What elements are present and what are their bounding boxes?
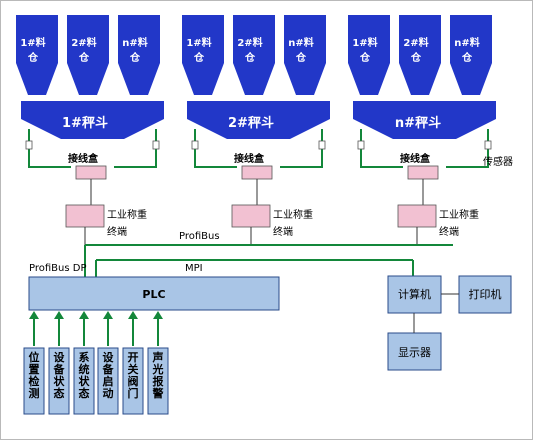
printer-label: 打印机 xyxy=(468,288,502,301)
junction-box xyxy=(241,165,273,180)
display-box xyxy=(387,332,442,371)
hopper-label: 1#秤斗 xyxy=(62,116,108,131)
silo-label: n#料仓 xyxy=(454,38,480,64)
terminal-label-1: 工业称重 xyxy=(439,210,479,221)
terminal-label-2: 终端 xyxy=(273,227,293,238)
terminal-label-2: 终端 xyxy=(107,227,127,238)
input-label: 声光报警 xyxy=(152,351,164,400)
hopper-shape xyxy=(353,101,496,139)
silo-shape xyxy=(450,15,492,95)
display-label: 显示器 xyxy=(398,346,431,359)
input-arrowhead xyxy=(103,311,113,319)
silo-label: n#料仓 xyxy=(288,38,314,64)
silo-label: 2#料仓 xyxy=(71,38,97,64)
sensor-shape xyxy=(191,140,199,150)
terminal-label-1: 工业称重 xyxy=(273,210,313,221)
input-arrowhead xyxy=(79,311,89,319)
computer-box xyxy=(387,275,442,314)
junction-box xyxy=(407,165,439,180)
silo-label: 1#料仓 xyxy=(20,38,46,64)
silo-shape xyxy=(67,15,109,95)
plc-label: PLC xyxy=(142,288,166,301)
sensor-shape xyxy=(484,140,492,150)
junction-box xyxy=(75,165,107,180)
weighing-terminal xyxy=(231,204,271,228)
input-label: 系统状态 xyxy=(78,351,90,400)
silo-shape xyxy=(399,15,441,95)
mpi-label: MPI xyxy=(185,263,203,274)
silo-label: 2#料仓 xyxy=(237,38,263,64)
input-label: 位置检测 xyxy=(28,351,40,400)
input-box xyxy=(48,347,70,415)
silo-shape xyxy=(118,15,160,95)
silo-shape xyxy=(284,15,326,95)
input-box xyxy=(97,347,119,415)
silo-label: n#料仓 xyxy=(122,38,148,64)
weighing-terminal xyxy=(65,204,105,228)
silo-shape xyxy=(233,15,275,95)
plc-box xyxy=(28,276,280,311)
weighing-terminal xyxy=(397,204,437,228)
input-label: 设备启动 xyxy=(102,351,114,400)
terminal-label-1: 工业称重 xyxy=(107,210,147,221)
profibus-dp-label: ProfiBus DP xyxy=(29,263,87,274)
hopper-label: 2#秤斗 xyxy=(228,116,274,131)
input-box xyxy=(23,347,45,415)
hopper-shape xyxy=(21,101,164,139)
input-label: 设备状态 xyxy=(53,351,65,400)
silo-shape xyxy=(182,15,224,95)
silo-shape xyxy=(348,15,390,95)
input-arrowhead xyxy=(128,311,138,319)
junction-box-label: 接线盒 xyxy=(400,154,430,165)
terminal-label-2: 终端 xyxy=(439,227,459,238)
hopper-shape xyxy=(187,101,330,139)
computer-label: 计算机 xyxy=(398,288,431,301)
sensor-shape xyxy=(357,140,365,150)
silo-label: 2#料仓 xyxy=(403,38,429,64)
sensor-shape xyxy=(25,140,33,150)
hopper-label: n#秤斗 xyxy=(394,116,442,131)
sensor-shape xyxy=(318,140,326,150)
input-arrowhead xyxy=(153,311,163,319)
junction-box-label: 接线盒 xyxy=(68,154,98,165)
input-arrowhead xyxy=(54,311,64,319)
input-label: 开关阀门 xyxy=(127,351,139,400)
input-box xyxy=(147,347,169,415)
input-box xyxy=(73,347,95,415)
junction-box-label: 接线盒 xyxy=(234,154,264,165)
silo-label: 1#料仓 xyxy=(186,38,212,64)
sensor-shape xyxy=(152,140,160,150)
profibus-label: ProfiBus xyxy=(179,231,220,242)
input-arrowhead xyxy=(29,311,39,319)
sensor-label: 传感器 xyxy=(483,157,513,168)
silo-label: 1#料仓 xyxy=(352,38,378,64)
silo-shape xyxy=(16,15,58,95)
input-box xyxy=(122,347,144,415)
